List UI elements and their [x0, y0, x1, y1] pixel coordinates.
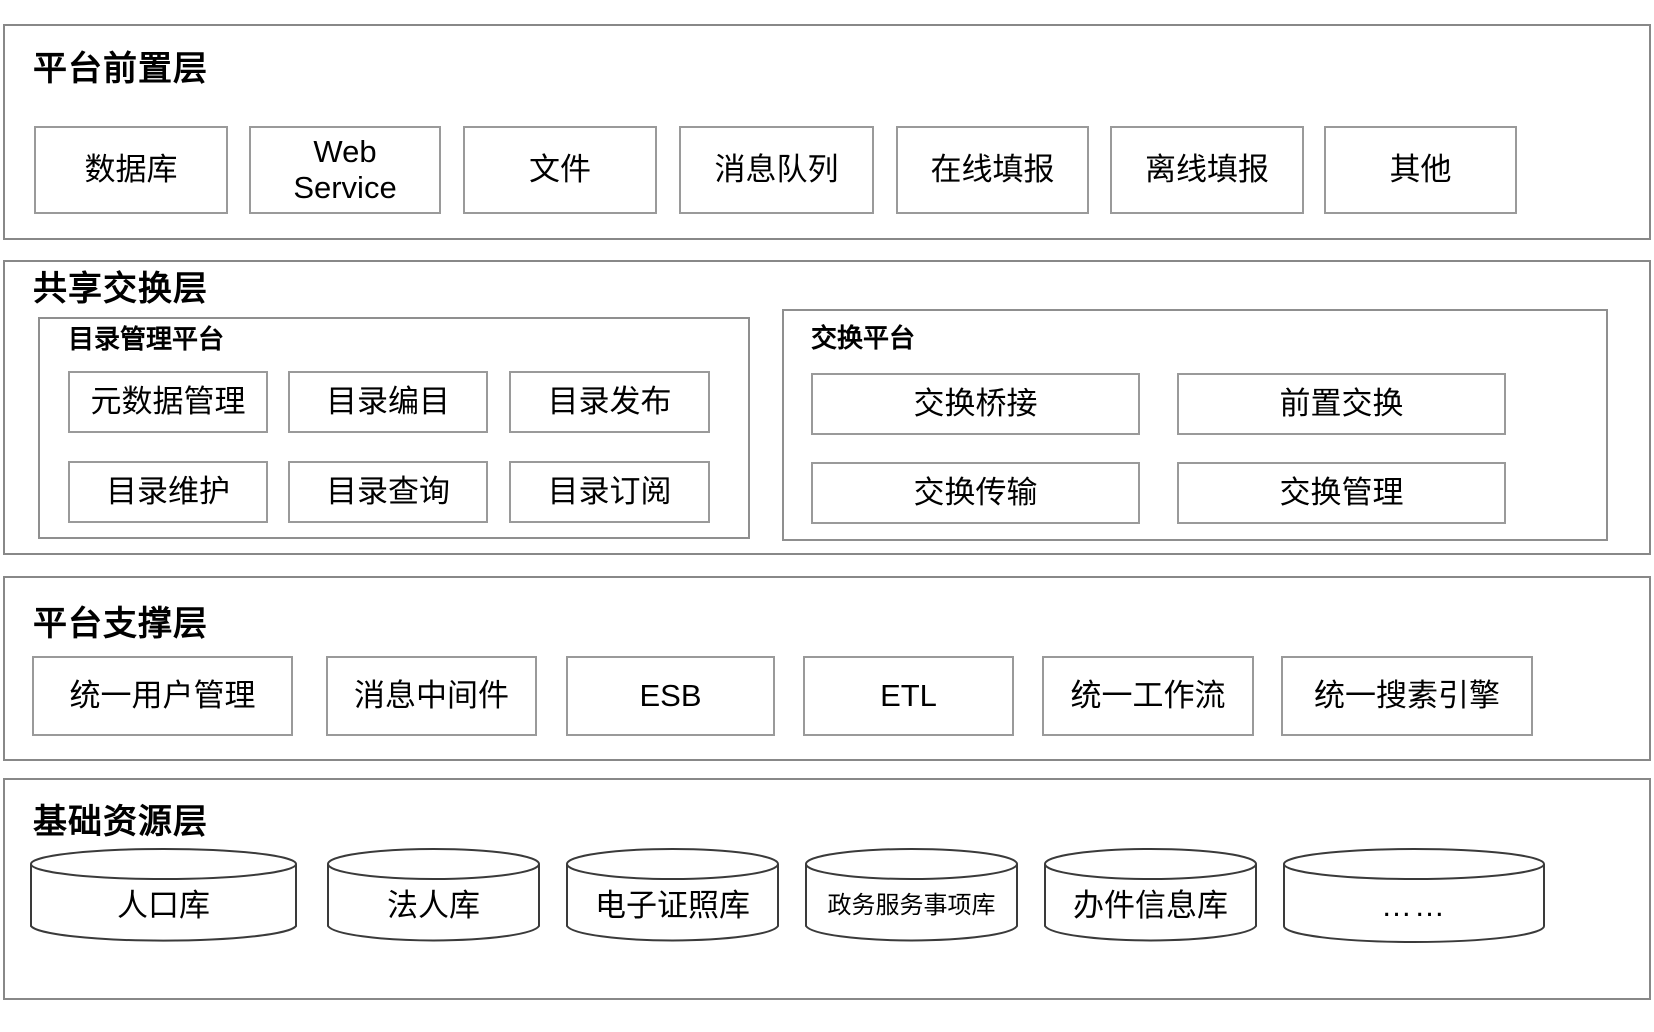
subpanel-title-exchange-platform: 交换平台 [811, 323, 916, 353]
database-label: …… [1381, 888, 1447, 923]
cylinder-shape-icon [327, 848, 540, 942]
database-cylinder-more[interactable]: …… [1283, 848, 1545, 943]
node-message-queue[interactable]: 消息队列 [679, 126, 874, 214]
cylinder-shape-icon [30, 848, 297, 942]
cylinder-shape-icon [1283, 848, 1545, 943]
node-other[interactable]: 其他 [1324, 126, 1517, 214]
database-label: 办件信息库 [1073, 888, 1228, 923]
layer-title-support: 平台支撑层 [33, 605, 208, 643]
database-label: 法人库 [387, 888, 480, 923]
node-unified-workflow[interactable]: 统一工作流 [1042, 656, 1254, 736]
cylinder-shape-icon [1044, 848, 1257, 942]
database-label: 政务服务事项库 [827, 892, 996, 919]
cylinder-shape-icon [805, 848, 1018, 942]
database-cylinder-e-certificate[interactable]: 电子证照库 [566, 848, 779, 942]
node-online-report[interactable]: 在线填报 [896, 126, 1089, 214]
node-catalog-publish[interactable]: 目录发布 [509, 371, 710, 433]
node-etl[interactable]: ETL [803, 656, 1014, 736]
node-metadata-management[interactable]: 元数据管理 [68, 371, 268, 433]
node-catalog-cataloging[interactable]: 目录编目 [288, 371, 488, 433]
node-front-exchange[interactable]: 前置交换 [1177, 373, 1506, 435]
layer-title-exchange: 共享交换层 [33, 270, 208, 308]
node-web-service[interactable]: Web Service [249, 126, 441, 214]
node-catalog-query[interactable]: 目录查询 [288, 461, 488, 523]
database-cylinder-population[interactable]: 人口库 [30, 848, 297, 942]
layer-title-resource: 基础资源层 [33, 803, 208, 841]
node-catalog-maintain[interactable]: 目录维护 [68, 461, 268, 523]
node-offline-report[interactable]: 离线填报 [1110, 126, 1304, 214]
node-unified-search-engine[interactable]: 统一搜素引擎 [1281, 656, 1533, 736]
node-unified-user-management[interactable]: 统一用户管理 [32, 656, 293, 736]
node-exchange-transfer[interactable]: 交换传输 [811, 462, 1140, 524]
node-esb[interactable]: ESB [566, 656, 775, 736]
database-cylinder-gov-service-items[interactable]: 政务服务事项库 [805, 848, 1018, 942]
database-cylinder-legal-person[interactable]: 法人库 [327, 848, 540, 942]
node-catalog-subscribe[interactable]: 目录订阅 [509, 461, 710, 523]
node-exchange-management[interactable]: 交换管理 [1177, 462, 1506, 524]
subpanel-title-catalog-platform: 目录管理平台 [68, 324, 225, 354]
node-file[interactable]: 文件 [463, 126, 657, 214]
cylinder-shape-icon [566, 848, 779, 942]
layer-title-front: 平台前置层 [33, 50, 208, 88]
node-exchange-bridge[interactable]: 交换桥接 [811, 373, 1140, 435]
node-database[interactable]: 数据库 [34, 126, 228, 214]
node-message-middleware[interactable]: 消息中间件 [326, 656, 537, 736]
database-label: 人口库 [117, 888, 210, 923]
database-label: 电子证照库 [595, 888, 750, 923]
database-cylinder-case-info[interactable]: 办件信息库 [1044, 848, 1257, 942]
